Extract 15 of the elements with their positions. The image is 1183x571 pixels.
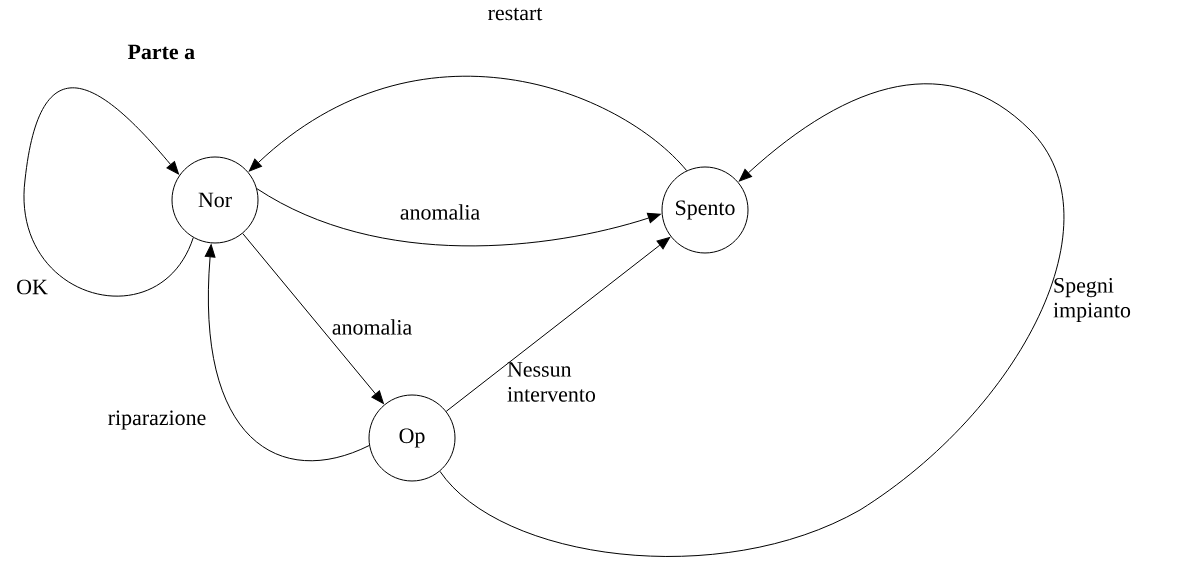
arrow: [439, 83, 1065, 557]
arrow: [24, 87, 194, 297]
arrow: [204, 244, 370, 462]
arrow: [242, 233, 384, 404]
edge-label: anomalia: [400, 204, 480, 220]
edge-label: anomalia: [332, 319, 412, 335]
arrow: [248, 75, 688, 172]
arrow: [256, 188, 661, 247]
title: Parte a: [127, 44, 195, 60]
edge-label: OK: [17, 279, 48, 295]
edge-label: Nessun intervento: [507, 362, 596, 402]
edge-label: riparazione: [108, 410, 206, 430]
arrow: [445, 237, 671, 412]
edge-label: restart: [488, 7, 543, 21]
edge-label: Spegni impianto: [1053, 277, 1131, 323]
